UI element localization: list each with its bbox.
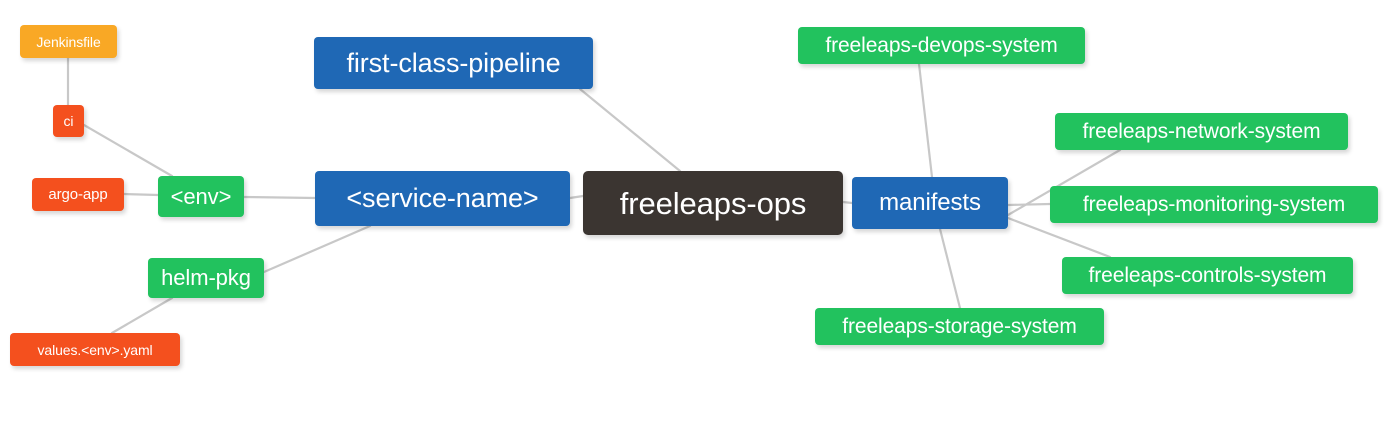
mindmap-edge-manifests-to-monitoring — [1006, 202, 1052, 207]
mindmap-node-env[interactable]: <env> — [158, 176, 244, 217]
mindmap-edge-helm-to-valuesyaml — [110, 296, 174, 335]
mindmap-edge-service-to-env — [242, 195, 317, 200]
mindmap-edge-manifests-to-controls — [1006, 216, 1112, 259]
mindmap-node-manifests[interactable]: manifests — [852, 177, 1008, 229]
mindmap-node-ci[interactable]: ci — [53, 105, 84, 137]
mindmap-node-monitoring[interactable]: freeleaps-monitoring-system — [1050, 186, 1378, 223]
mindmap-edge-manifests-to-devops — [917, 62, 934, 179]
mindmap-edge-manifests-to-storage — [938, 227, 962, 310]
mindmap-edge-pipeline-to-root — [578, 87, 682, 173]
mindmap-edge-service-to-helm — [262, 224, 372, 274]
mindmap-node-controls[interactable]: freeleaps-controls-system — [1062, 257, 1353, 294]
mindmap-node-pipeline[interactable]: first-class-pipeline — [314, 37, 593, 89]
mindmap-node-devops[interactable]: freeleaps-devops-system — [798, 27, 1085, 64]
mindmap-edge-env-to-ci — [82, 123, 174, 178]
mindmap-node-helm[interactable]: helm-pkg — [148, 258, 264, 298]
mindmap-node-valuesyaml[interactable]: values.<env>.yaml — [10, 333, 180, 366]
mindmap-node-storage[interactable]: freeleaps-storage-system — [815, 308, 1104, 345]
mindmap-edge-root-to-manifests — [841, 200, 854, 205]
mindmap-edge-env-to-argo — [122, 192, 160, 197]
mindmap-edge-root-to-service — [568, 194, 585, 200]
mindmap-node-network[interactable]: freeleaps-network-system — [1055, 113, 1348, 150]
mindmap-node-service[interactable]: <service-name> — [315, 171, 570, 226]
mindmap-node-root[interactable]: freeleaps-ops — [583, 171, 843, 235]
mindmap-node-jenkins[interactable]: Jenkinsfile — [20, 25, 117, 58]
mindmap-node-argo[interactable]: argo-app — [32, 178, 124, 211]
